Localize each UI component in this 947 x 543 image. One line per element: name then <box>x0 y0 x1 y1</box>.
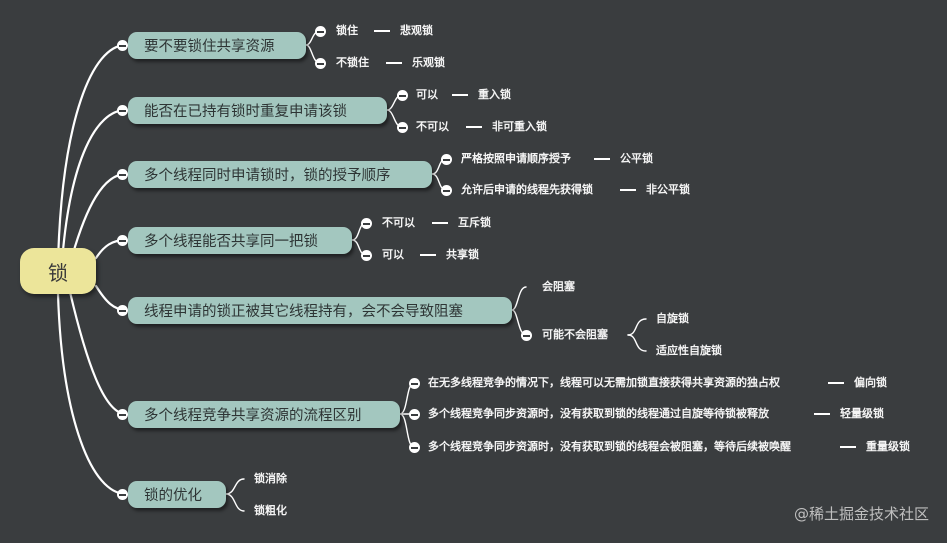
item-result[interactable]: 公平锁 <box>620 152 653 165</box>
item-result[interactable]: 共享锁 <box>446 248 479 261</box>
item-label[interactable]: 锁粗化 <box>254 504 287 517</box>
item-label[interactable]: 多个线程竞争同步资源时，没有获取到锁的线程通过自旋等待锁被释放 <box>428 407 769 420</box>
category-node-7[interactable]: 锁的优化 <box>128 481 226 508</box>
item-label[interactable]: 在无多线程竞争的情况下，线程可以无需加锁直接获得共享资源的独占权 <box>428 376 780 389</box>
collapse-toggle-icon[interactable] <box>409 442 420 453</box>
item-label[interactable]: 允许后申请的线程先获得锁 <box>461 183 593 196</box>
collapse-toggle-icon[interactable] <box>409 409 420 420</box>
collapse-toggle-icon[interactable] <box>117 105 128 116</box>
watermark: @稀土掘金技术社区 <box>793 505 929 523</box>
root-node[interactable]: 锁 <box>20 248 96 294</box>
collapse-toggle-icon[interactable] <box>117 305 128 316</box>
collapse-toggle-icon[interactable] <box>441 185 452 196</box>
item-result[interactable]: 轻量级锁 <box>840 407 884 420</box>
collapse-toggle-icon[interactable] <box>117 489 128 500</box>
collapse-toggle-icon[interactable] <box>117 409 128 420</box>
item-label[interactable]: 不可以 <box>382 216 415 229</box>
item-result[interactable]: 互斥锁 <box>458 216 491 229</box>
category-node-5[interactable]: 线程申请的锁正被其它线程持有，会不会导致阻塞 <box>128 297 512 324</box>
category-node-4[interactable]: 多个线程能否共享同一把锁 <box>128 227 352 254</box>
collapse-toggle-icon[interactable] <box>117 169 128 180</box>
collapse-toggle-icon[interactable] <box>397 122 408 133</box>
collapse-toggle-icon[interactable] <box>117 40 128 51</box>
item-label[interactable]: 多个线程竞争同步资源时，没有获取到锁的线程会被阻塞，等待后续被唤醒 <box>428 440 791 453</box>
item-result[interactable]: 重量级锁 <box>866 440 910 453</box>
item-result[interactable]: 非可重入锁 <box>492 120 547 133</box>
item-result[interactable]: 偏向锁 <box>854 376 887 389</box>
collapse-toggle-icon[interactable] <box>409 378 420 389</box>
item-label[interactable]: 不可以 <box>416 120 449 133</box>
item-label[interactable]: 可以 <box>382 248 404 261</box>
item-child[interactable]: 适应性自旋锁 <box>656 344 722 357</box>
item-result[interactable]: 重入锁 <box>478 88 511 101</box>
collapse-toggle-icon[interactable] <box>315 58 326 69</box>
item-result[interactable]: 非公平锁 <box>646 183 690 196</box>
item-label[interactable]: 会阻塞 <box>542 280 575 293</box>
item-child[interactable]: 自旋锁 <box>656 312 689 325</box>
collapse-toggle-icon[interactable] <box>117 235 128 246</box>
category-node-3[interactable]: 多个线程同时申请锁时，锁的授予顺序 <box>128 161 432 188</box>
item-label[interactable]: 锁消除 <box>254 472 287 485</box>
collapse-toggle-icon[interactable] <box>521 330 532 341</box>
category-node-1[interactable]: 要不要锁住共享资源 <box>128 32 306 59</box>
category-node-2[interactable]: 能否在已持有锁时重复申请该锁 <box>128 97 387 124</box>
branch-7 <box>56 292 128 496</box>
collapse-toggle-icon[interactable] <box>397 90 408 101</box>
collapse-toggle-icon[interactable] <box>441 154 452 165</box>
branch-2 <box>60 108 128 264</box>
item-result[interactable]: 乐观锁 <box>412 56 445 69</box>
collapse-toggle-icon[interactable] <box>361 218 372 229</box>
item-label[interactable]: 严格按照申请顺序授予 <box>461 152 571 165</box>
item-label[interactable]: 锁住 <box>336 24 358 37</box>
category-node-6[interactable]: 多个线程竞争共享资源的流程区别 <box>128 401 400 428</box>
collapse-toggle-icon[interactable] <box>361 250 372 261</box>
item-result[interactable]: 悲观锁 <box>400 24 433 37</box>
branch-1 <box>56 43 128 264</box>
collapse-toggle-icon[interactable] <box>315 26 326 37</box>
item-label[interactable]: 可能不会阻塞 <box>542 328 608 341</box>
item-label[interactable]: 可以 <box>416 88 438 101</box>
item-label[interactable]: 不锁住 <box>336 56 369 69</box>
